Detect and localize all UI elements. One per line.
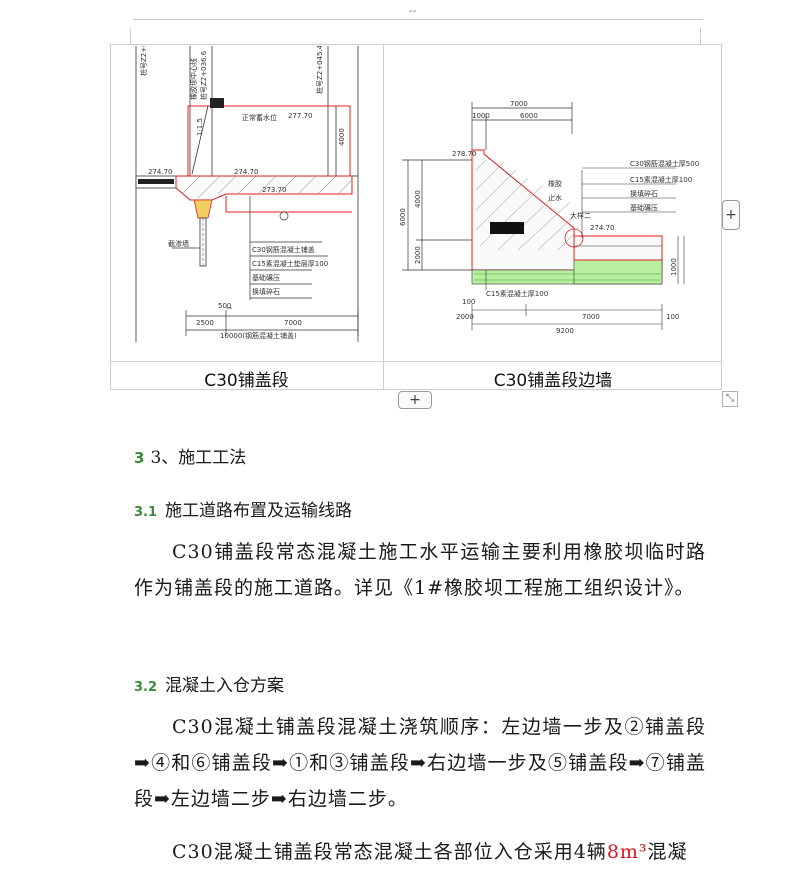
drawing-c30-cover-section: 桩号Z2+035.4 橡胶坝中心线 桩号Z2+036.6 桩号Z2+045.4 …: [135, 46, 359, 342]
figure-table[interactable]: [110, 44, 722, 390]
label-dim-total: 10000(钢筋混凝土铺盖): [220, 331, 297, 340]
label-slope: 1:1.5: [196, 118, 204, 136]
legend-right-4: 基础碾压: [630, 203, 658, 212]
legend-right-3: 换填碎石: [630, 189, 658, 198]
margin-corner-right: [700, 28, 701, 44]
legend-left-4: 换填碎石: [252, 287, 280, 296]
label-station2: 桩号Z2+036.6: [199, 50, 208, 100]
heading-3-2: 3.2 混凝土入仓方案: [134, 671, 284, 696]
label-elev-low: 273.70: [262, 186, 287, 194]
heading-3-number: 3: [134, 449, 145, 467]
resize-table-handle[interactable]: ⤡: [722, 391, 738, 407]
legend-left-3: 基础碾压: [252, 273, 280, 282]
label-r-note1: 橡胶: [548, 179, 562, 188]
page-top-rule: [133, 19, 703, 20]
label-centerline: 橡胶坝中心线: [189, 58, 198, 100]
heading-3-2-text: 混凝土入仓方案: [165, 676, 285, 696]
heading-3: 3 3、施工工法: [134, 443, 246, 468]
paragraph-3-1: C30铺盖段常态混凝土施工水平运输主要利用橡胶坝临时路作为铺盖段的施工道路。详见…: [134, 534, 706, 606]
label-r-note2: 止水: [548, 193, 562, 202]
label-r-elev-top: 278.70: [452, 150, 477, 158]
label-station1: 桩号Z2+035.4: [139, 46, 148, 76]
paragraph-3-2b: C30混凝土铺盖段常态混凝土各部位入仓采用4辆8m³混凝: [134, 834, 706, 870]
label-r-dim-9200: 9200: [556, 327, 574, 335]
label-r-dim-7000b: 7000: [582, 313, 600, 321]
heading-3-text: 3、施工工法: [150, 448, 247, 468]
table-column-divider: [383, 44, 384, 390]
label-r-dim-100: 100: [462, 298, 475, 306]
label-dim-7000: 7000: [284, 319, 302, 327]
label-r-dim-100b: 100: [666, 313, 679, 321]
legend-right-1: C30钢筋混凝土厚500: [630, 159, 699, 168]
heading-3-1-number: 3.1: [134, 505, 158, 520]
paragraph-3-1-text: C30铺盖段常态混凝土施工水平运输主要利用橡胶坝临时路作为铺盖段的施工道路。详见…: [134, 541, 706, 599]
heading-3-1: 3.1 施工道路布置及运输线路: [134, 496, 352, 521]
label-r-dim-1000r: 1000: [670, 258, 678, 276]
table-row-divider: [110, 361, 722, 362]
paragraph-3-2b-tail: 混凝: [647, 841, 688, 863]
margin-corner-left: [130, 28, 131, 44]
page-header-mark: --: [409, 6, 417, 17]
label-dim-4000: 4000: [338, 128, 346, 146]
label-dim-500: 500: [218, 302, 231, 310]
label-r-note3: 大样二: [570, 211, 591, 220]
label-water-elev: 277.70: [288, 112, 313, 120]
label-station3: 桩号Z2+045.4: [315, 46, 324, 94]
label-r-dim-1000: 1000: [472, 112, 490, 120]
legend-right-2: C15素混凝土厚100: [630, 175, 692, 184]
label-drain: 截渗墙: [168, 239, 189, 248]
label-water-level: 正常蓄水位: [242, 113, 277, 122]
heading-3-1-text: 施工道路布置及运输线路: [165, 501, 353, 521]
label-r-left-6000: 6000: [399, 208, 407, 226]
add-row-button[interactable]: +: [398, 391, 432, 409]
label-r-dim-7000: 7000: [510, 100, 528, 108]
label-r-c15: C15素混凝土厚100: [486, 289, 548, 298]
caption-left: C30铺盖段: [204, 371, 289, 391]
paragraph-3-2: C30混凝土铺盖段混凝土浇筑顺序：左边墙一步及②铺盖段➡④和⑥铺盖段➡①和③铺盖…: [134, 709, 706, 817]
legend-left-1: C30钢筋混凝土铺盖: [252, 245, 315, 254]
paragraph-3-2b-text: C30混凝土铺盖段常态混凝土各部位入仓采用4辆: [172, 841, 607, 863]
highlight-volume: 8m³: [606, 841, 648, 863]
label-r-elev-right: 274.70: [590, 224, 615, 232]
label-r-left-2000: 2000: [414, 246, 422, 264]
label-r-left-4000: 4000: [414, 190, 422, 208]
label-r-dim-6000: 6000: [520, 112, 538, 120]
add-column-button[interactable]: +: [722, 200, 740, 230]
label-elev-mid: 274.70: [234, 168, 259, 176]
label-elev-left: 274.70: [148, 168, 173, 176]
legend-left-2: C15素混凝土垫层厚100: [252, 259, 328, 268]
caption-right: C30铺盖段边墙: [493, 371, 613, 391]
drawing-c30-cover-sidewall: 7000 1000 6000 278.70 274.70 6000 4000 2…: [399, 100, 699, 335]
label-dim-2500: 2500: [196, 319, 214, 327]
label-r-dim-2000b: 2000: [456, 313, 474, 321]
paragraph-3-2-text: C30混凝土铺盖段混凝土浇筑顺序：左边墙一步及②铺盖段➡④和⑥铺盖段➡①和③铺盖…: [134, 716, 706, 810]
heading-3-2-number: 3.2: [134, 680, 158, 695]
